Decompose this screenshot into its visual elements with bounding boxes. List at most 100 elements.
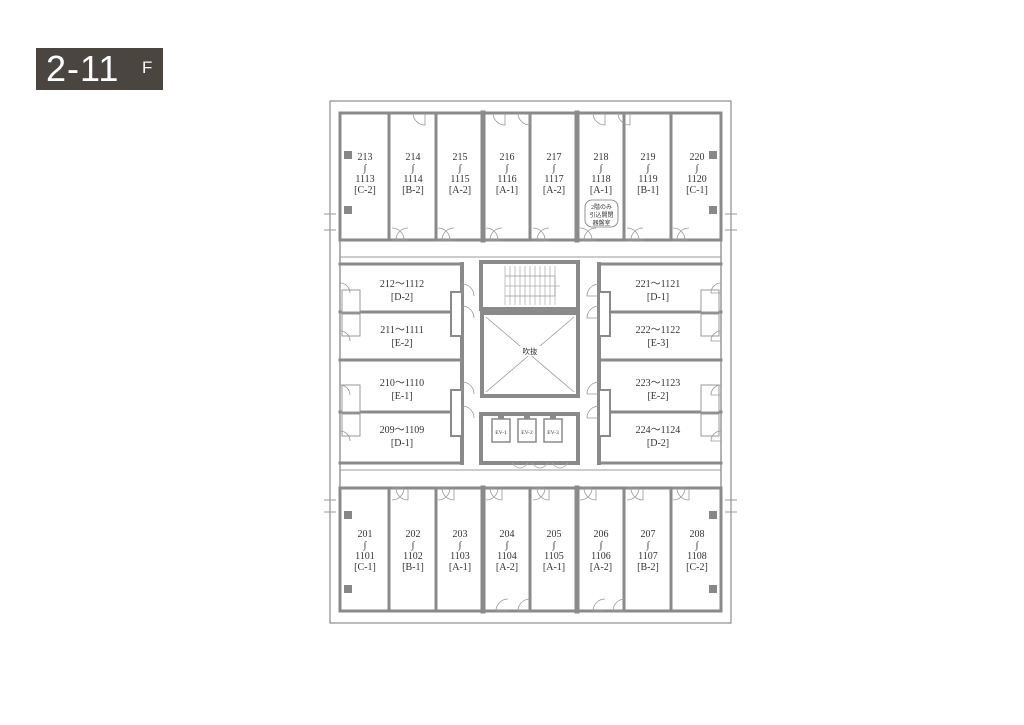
- unit-label-line: 1119: [638, 174, 657, 185]
- unit-label-line: [B-1]: [402, 562, 424, 573]
- unit-210: 210～1110 [E-1]: [380, 378, 424, 402]
- unit-label-line: 207: [641, 529, 656, 540]
- unit-label-line: 223～1123: [636, 378, 681, 389]
- atrium: 吹抜: [480, 311, 580, 398]
- elevator-label: EV-3: [547, 430, 559, 436]
- unit-label-line: [A-1]: [590, 185, 612, 196]
- doors-layer: [339, 112, 722, 612]
- unit-label-line: 218: [594, 152, 609, 163]
- note-line: 引込開閉: [589, 211, 613, 219]
- unit-label-line: 1102: [403, 551, 423, 562]
- stairwell: [479, 260, 580, 311]
- unit-201: 201∫1101[C-1]: [354, 529, 376, 573]
- unit-label-line: [B-1]: [637, 185, 659, 196]
- unit-label-line: ∫: [411, 163, 416, 174]
- unit-label-line: 216: [500, 152, 515, 163]
- unit-216: 216∫1116[A-1]: [496, 152, 518, 196]
- unit-label-line: [A-1]: [449, 562, 471, 573]
- unit-label-line: ∫: [552, 163, 557, 174]
- floor-badge-suffix: F: [142, 58, 153, 77]
- unit-label-line: [C-1]: [686, 185, 708, 196]
- unit-label-line: [A-2]: [449, 185, 471, 196]
- unit-label-line: ∫: [599, 540, 604, 551]
- unit-219: 219∫1119[B-1]: [637, 152, 659, 196]
- unit-label-line: 1115: [450, 174, 469, 185]
- unit-223: 223～1123 [E-2]: [636, 378, 681, 402]
- unit-214: 214∫1114[B-2]: [402, 152, 424, 196]
- unit-label-line: ∫: [363, 163, 368, 174]
- elevator-2: EV-2: [517, 414, 537, 443]
- unit-label-line: 1116: [497, 174, 516, 185]
- elevator-1: EV-1: [491, 414, 511, 443]
- unit-label-line: [E-2]: [391, 338, 412, 349]
- unit-label-line: 222～1122: [636, 325, 681, 336]
- unit-label-line: [D-2]: [647, 438, 669, 449]
- unit-label-line: [C-1]: [354, 562, 376, 573]
- unit-208: 208∫1108[C-2]: [686, 529, 708, 573]
- unit-label-line: 1113: [355, 174, 374, 185]
- unit-label-line: ∫: [552, 540, 557, 551]
- unit-label-line: 215: [453, 152, 468, 163]
- unit-label-line: ∫: [505, 540, 510, 551]
- unit-217: 217∫1117[A-2]: [543, 152, 565, 196]
- unit-label-line: ∫: [458, 540, 463, 551]
- unit-label-line: 219: [641, 152, 656, 163]
- unit-label-line: 1106: [591, 551, 611, 562]
- unit-label-line: [B-2]: [637, 562, 659, 573]
- unit-label-line: [A-2]: [590, 562, 612, 573]
- unit-label-line: [E-1]: [391, 391, 412, 402]
- unit-221: 221～1121[D-1]: [636, 279, 681, 303]
- unit-220: 220∫1120[C-1]: [686, 152, 708, 196]
- walls-layer: [324, 110, 737, 614]
- unit-label-line: 1108: [687, 551, 707, 562]
- unit-label-line: 209～1109: [380, 425, 425, 436]
- unit-label-line: 201: [358, 529, 373, 540]
- unit-label-line: [A-2]: [496, 562, 518, 573]
- unit-label-line: ∫: [411, 540, 416, 551]
- unit-label-line: 217: [547, 152, 562, 163]
- note-line: 2階のみ: [591, 203, 612, 211]
- unit-209: 209～1109[D-1]: [380, 425, 425, 449]
- unit-204: 204∫1104[A-2]: [496, 529, 518, 573]
- unit-label-line: 203: [453, 529, 468, 540]
- unit-label-line: 214: [406, 152, 421, 163]
- unit-label-line: 202: [406, 529, 421, 540]
- unit-label-line: [A-2]: [543, 185, 565, 196]
- unit-label-line: 1114: [403, 174, 422, 185]
- unit-label-line: 210～1110: [380, 378, 424, 389]
- elevator-label: EV-2: [521, 430, 533, 436]
- elevator-3: EV-3: [543, 414, 563, 443]
- stair-treads: [504, 266, 560, 305]
- unit-label-line: 1120: [687, 174, 707, 185]
- unit-label-line: [E-3]: [647, 338, 668, 349]
- unit-label-line: 205: [547, 529, 562, 540]
- unit-label-line: ∫: [458, 163, 463, 174]
- unit-label-line: 1103: [450, 551, 470, 562]
- unit-label-line: [E-2]: [647, 391, 668, 402]
- unit-label-line: 213: [358, 152, 373, 163]
- unit-205: 205∫1105[A-1]: [543, 529, 565, 573]
- unit-label-line: [A-1]: [496, 185, 518, 196]
- unit-label-line: [D-1]: [647, 292, 669, 303]
- unit-label-line: 1101: [355, 551, 375, 562]
- unit-label-line: [D-2]: [391, 292, 413, 303]
- unit-label-line: 1104: [497, 551, 517, 562]
- unit-label-line: 1105: [544, 551, 564, 562]
- unit-211: 211～1111[E-2]: [380, 325, 424, 349]
- unit-label-line: 220: [690, 152, 705, 163]
- unit-215: 215∫1115[A-2]: [449, 152, 471, 196]
- atrium-label: 吹抜: [523, 346, 538, 356]
- note-line: 器盤室: [592, 219, 610, 227]
- floor-badge: 2-11 F: [36, 48, 163, 90]
- unit-label-line: 1107: [638, 551, 658, 562]
- unit-206: 206∫1106[A-2]: [590, 529, 612, 573]
- unit-207: 207∫1107[B-2]: [637, 529, 659, 573]
- unit-203: 203∫1103[A-1]: [449, 529, 471, 573]
- unit-label-line: 204: [500, 529, 515, 540]
- unit-222: 222～1122 [E-3]: [636, 325, 681, 349]
- unit-label-line: ∫: [695, 540, 700, 551]
- unit-label-line: ∫: [646, 540, 651, 551]
- unit-label-line: [A-1]: [543, 562, 565, 573]
